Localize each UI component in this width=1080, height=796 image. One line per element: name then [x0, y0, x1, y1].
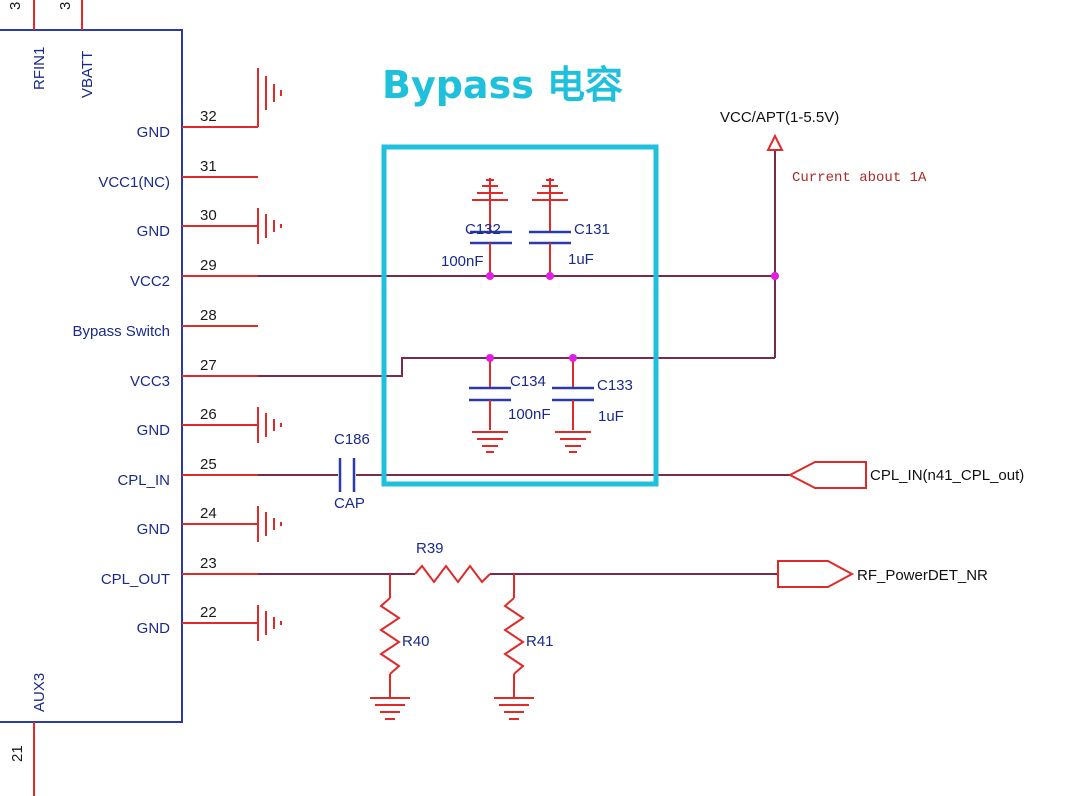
pin-number: 29: [200, 257, 217, 274]
c186-ref: C186: [334, 431, 370, 448]
pin-number: 23: [200, 555, 217, 572]
capacitor-c134: C134 100nF: [469, 358, 551, 453]
ground-icon: [257, 506, 282, 542]
pin-number: 24: [200, 505, 217, 522]
ground-icon: [555, 431, 591, 453]
ground-icon: [472, 178, 508, 210]
pin-name-aux3: AUX3: [31, 673, 48, 712]
c131-value: 1uF: [568, 251, 594, 268]
ground-icon: [257, 605, 282, 641]
capacitor-c186: C186 CAP: [334, 431, 370, 512]
pin-number: 22: [200, 604, 217, 621]
pin-number: 30: [200, 207, 217, 224]
ground-icon: [370, 697, 410, 720]
bypass-highlight-box: [381, 144, 659, 487]
ground-symbols-pins: [257, 68, 282, 641]
pin-name-rfin1: RFIN1: [31, 47, 48, 90]
c131-ref: C131: [574, 221, 610, 238]
c133-ref: C133: [597, 377, 633, 394]
ground-icon: [494, 697, 534, 720]
ground-icon: [257, 407, 282, 443]
c132-ref: C132: [465, 221, 501, 238]
pin-number-top-2: 3: [57, 2, 74, 10]
c134-value: 100nF: [508, 406, 551, 423]
c186-value: CAP: [334, 495, 365, 512]
pin-number: 32: [200, 108, 217, 125]
cpl-in-connector: CPL_IN(n41_CPL_out): [787, 461, 1024, 489]
ground-icon: [257, 68, 282, 127]
pin-name: GND: [137, 422, 171, 439]
c132-value: 100nF: [441, 253, 484, 270]
cpl-in-net-label: CPL_IN(n41_CPL_out): [870, 467, 1024, 484]
pin-name: GND: [137, 521, 171, 538]
junction-dots: [486, 272, 779, 362]
r39-ref: R39: [416, 540, 444, 557]
vcc-net-label: VCC/APT(1-5.5V): [720, 109, 839, 126]
pin-name: Bypass Switch: [72, 323, 170, 340]
vcc-power-symbol: VCC/APT(1-5.5V) Current about 1A: [720, 109, 927, 186]
rf-det-net-label: RF_PowerDET_NR: [857, 567, 988, 584]
c133-value: 1uF: [598, 408, 624, 425]
pin-number: 28: [200, 307, 217, 324]
pin-name: GND: [137, 620, 171, 637]
r40-ref: R40: [402, 633, 430, 650]
resistor-r41: R41: [494, 574, 554, 720]
pin-name: VCC1(NC): [98, 174, 170, 191]
pin-number: 31: [200, 158, 217, 175]
pin-name: GND: [137, 124, 171, 141]
capacitor-c132: C132 100nF: [441, 178, 512, 276]
diagram-title: Bypass 电容: [382, 63, 623, 107]
capacitor-c131: C131 1uF: [529, 178, 610, 276]
current-note: Current about 1A: [792, 170, 927, 186]
ground-icon: [257, 208, 282, 244]
wires: [258, 150, 790, 575]
pin-name: CPL_OUT: [101, 571, 170, 588]
ground-icon: [532, 178, 568, 210]
capacitor-c133: C133 1uF: [552, 358, 633, 453]
ic-right-pins: 32 31 30 29 28 27 26 25 24 23 22 GND VCC…: [72, 108, 258, 637]
pin-number: 25: [200, 456, 217, 473]
pin-number: 26: [200, 406, 217, 423]
pin-number-top-1: 3: [7, 2, 24, 10]
pin-number: 27: [200, 357, 217, 374]
pin-name: CPL_IN: [117, 472, 170, 489]
rf-det-connector: RF_PowerDET_NR: [777, 560, 988, 588]
pin-name: VCC3: [130, 373, 170, 390]
resistor-r40: R40: [370, 574, 430, 720]
ground-icon: [472, 431, 508, 453]
pin-name: GND: [137, 223, 171, 240]
ic-symbol: 3 3 RFIN1 VBATT AUX3 21: [0, 0, 183, 796]
pin-number-bottom: 21: [9, 745, 26, 762]
r41-ref: R41: [526, 633, 554, 650]
pin-name: VCC2: [130, 273, 170, 290]
resistor-r39: R39: [414, 540, 491, 584]
pin-name-vbatt: VBATT: [79, 51, 96, 98]
c134-ref: C134: [510, 373, 546, 390]
